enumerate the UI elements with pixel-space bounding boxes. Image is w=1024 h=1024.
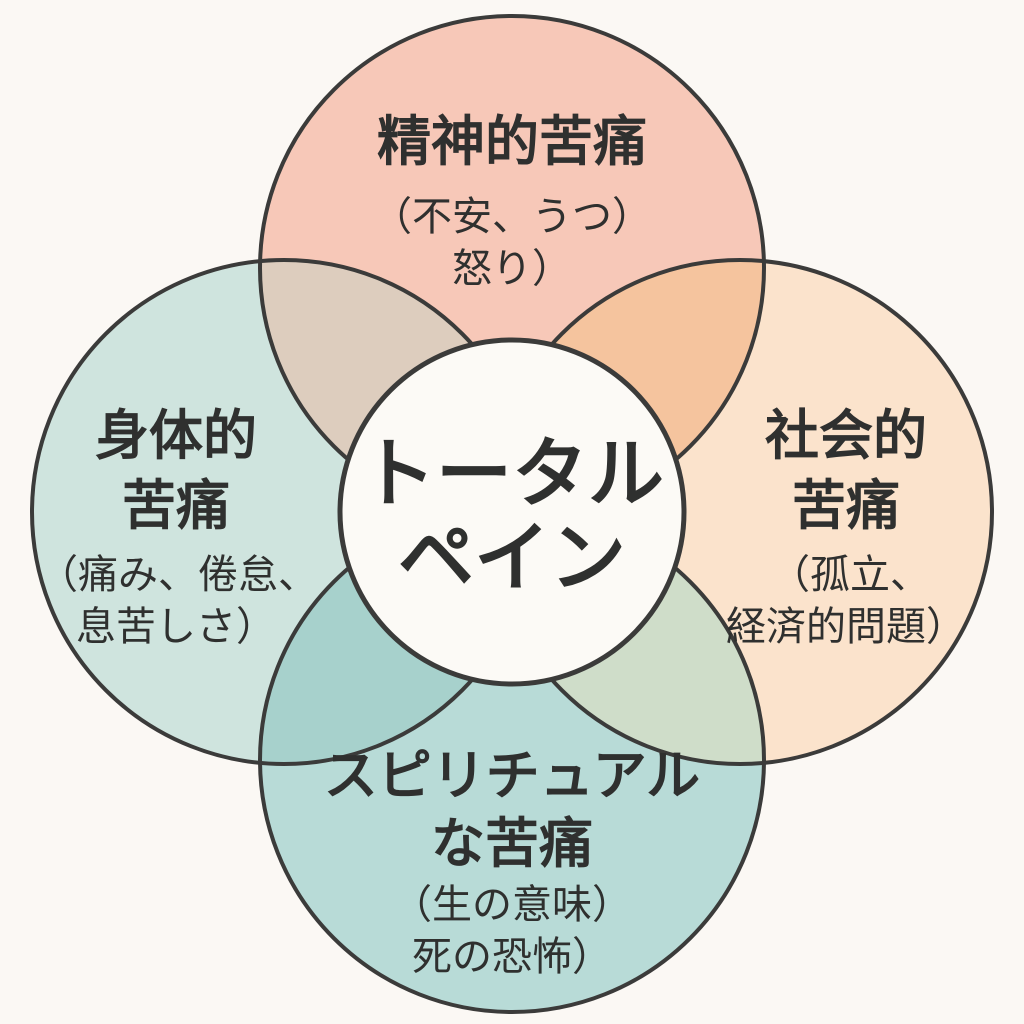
total-pain-center-text: トータル ペイン [360, 429, 664, 602]
spiritual-pain-title-line-2: な苦痛 [431, 812, 593, 875]
spiritual-pain-text: スピリチュアル な苦痛 （生の意味） 死の恐怖） [324, 744, 700, 980]
physical-pain-detail-line-1: （痛み、倦怠、 [38, 552, 318, 598]
mental-pain-detail-line-2: 怒り） [452, 246, 572, 292]
mental-pain-detail-line-1: （不安、うつ） [372, 194, 652, 240]
total-pain-center-circle [337, 337, 687, 687]
spiritual-pain-title-line-1: スピリチュアル [324, 744, 700, 807]
physical-pain-detail-line-2: 息苦しさ） [76, 604, 276, 650]
social-pain-text: 社会的 苦痛 （孤立、 経済的問題） [726, 404, 966, 650]
mental-pain-title: 精神的苦痛 [377, 110, 647, 173]
spiritual-pain-detail-line-1: （生の意味） [392, 882, 632, 928]
center-title-line-2: ペイン [398, 513, 626, 602]
physical-pain-title-line-1: 身体的 [95, 404, 257, 467]
social-pain-title-line-1: 社会的 [765, 404, 927, 467]
social-pain-detail-line-1: （孤立、 [770, 552, 930, 598]
social-pain-title-line-2: 苦痛 [792, 474, 900, 537]
mental-pain-text: 精神的苦痛 （不安、うつ） 怒り） [372, 110, 652, 292]
physical-pain-text: 身体的 苦痛 （痛み、倦怠、 息苦しさ） [38, 404, 318, 650]
physical-pain-title-line-2: 苦痛 [122, 474, 230, 537]
center-title-line-1: トータル [360, 429, 664, 518]
spiritual-pain-detail-line-2: 死の恐怖） [412, 934, 612, 980]
social-pain-detail-line-2: 経済的問題） [726, 604, 966, 650]
